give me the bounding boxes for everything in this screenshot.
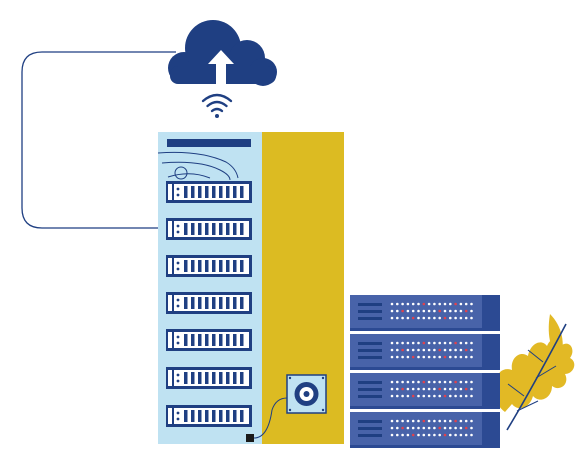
server-tower-icon [157,132,344,444]
rack-unit [350,412,500,448]
rack-unit [350,295,500,331]
wifi-dot [215,114,219,118]
drive-bay [166,181,252,203]
drive-bay [166,367,252,389]
drive-bay [166,292,252,314]
cable-connector [246,434,254,442]
network-connection-line [21,51,176,229]
drive-bay [166,255,252,277]
drive-bay [166,329,252,351]
drive-bay [166,405,252,427]
leaf-icon [495,314,575,431]
upload-arrow-icon [208,50,234,84]
rack-unit [350,334,500,370]
drive-bay [166,218,252,240]
fan-unit [286,374,327,414]
tower-top-slot [167,139,251,147]
tower-cables [157,151,239,181]
fan-cable [253,397,288,439]
server-rack-icon [350,295,500,448]
wifi-icon [201,93,233,113]
tower-front-panel [158,132,262,444]
drive-bays [166,181,252,427]
rack-unit [350,373,500,409]
